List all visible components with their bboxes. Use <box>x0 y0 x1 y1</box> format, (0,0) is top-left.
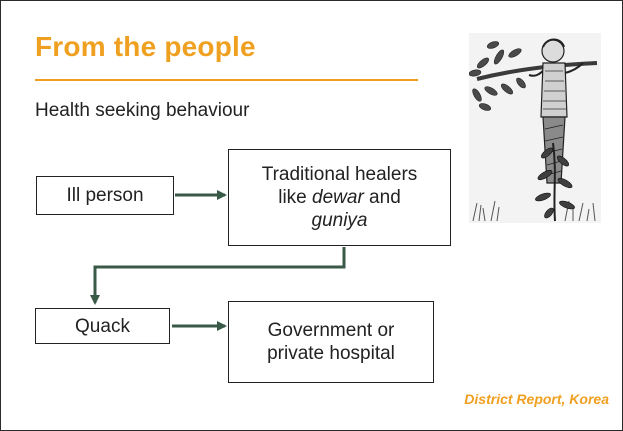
node-quack-label: Quack <box>75 315 130 337</box>
node-quack: Quack <box>35 308 170 344</box>
healers-term-dewar: dewar <box>312 187 364 208</box>
slide-title: From the people <box>35 31 256 62</box>
healer-illustration <box>469 33 601 223</box>
arrow-healers-to-quack <box>90 247 346 305</box>
healers-line-2-prefix: like <box>278 187 313 208</box>
healers-term-guniya: guniya <box>311 210 368 231</box>
healers-line-3: guniya <box>312 209 368 232</box>
hospital-line-1: Government or <box>267 320 395 341</box>
node-ill-person-label: Ill person <box>66 185 144 206</box>
node-ill-person: Ill person <box>36 176 174 215</box>
healers-line-1: Traditional healers <box>261 164 418 185</box>
hospital-line-2: private hospital <box>267 343 395 364</box>
slide-subtitle: Health seeking behaviour <box>35 100 250 121</box>
healers-line-2-suffix: and <box>363 187 401 208</box>
healers-line-2: like dewar and <box>278 186 401 209</box>
node-traditional-healers: Traditional healers like dewar and guniy… <box>228 149 451 246</box>
title-underline <box>35 79 418 81</box>
node-hospital: Government or private hospital <box>228 301 434 383</box>
source-citation: District Report, Korea <box>464 391 609 407</box>
